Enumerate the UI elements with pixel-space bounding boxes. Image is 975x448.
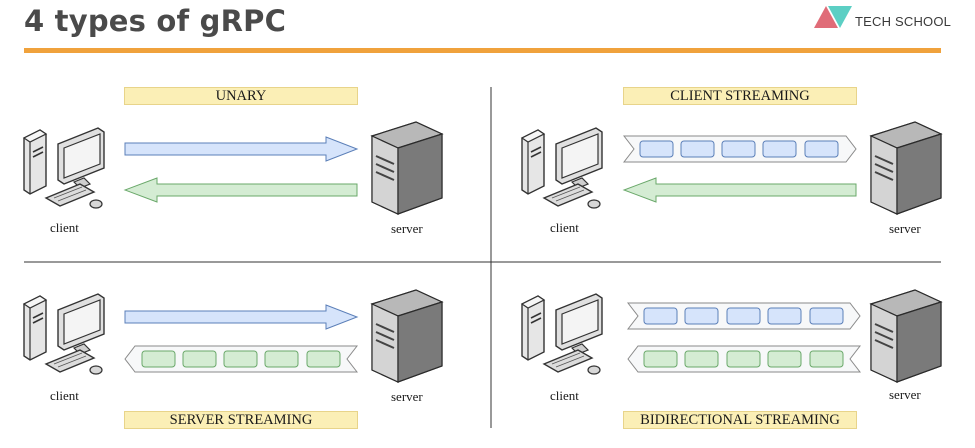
client-computer-icon	[23, 127, 105, 209]
server-caption: server	[391, 389, 423, 404]
request-messages	[639, 140, 839, 158]
tech-school-logo-icon	[814, 6, 852, 28]
server-caption: server	[889, 387, 921, 402]
response-messages	[643, 350, 844, 368]
request-messages	[643, 307, 844, 325]
client-computer-icon	[23, 293, 105, 375]
client-computer-icon	[521, 127, 603, 209]
response-messages	[141, 350, 341, 368]
response-arrow	[123, 177, 358, 203]
server-icon	[870, 289, 942, 383]
server-caption: server	[391, 221, 423, 236]
unary-label: UNARY	[124, 87, 358, 105]
title-underline	[24, 48, 941, 53]
client-caption: client	[50, 388, 79, 403]
server-icon	[870, 121, 942, 215]
client-caption: client	[50, 220, 79, 235]
response-arrow	[622, 177, 857, 203]
server-caption: server	[889, 221, 921, 236]
server-icon	[371, 289, 443, 383]
client-streaming-label: CLIENT STREAMING	[623, 87, 857, 105]
client-caption: client	[550, 220, 579, 235]
client-computer-icon	[521, 293, 603, 375]
server-icon	[371, 121, 443, 215]
logo-text: TECH SCHOOL	[855, 14, 952, 29]
server-streaming-label: SERVER STREAMING	[124, 411, 358, 429]
client-caption: client	[550, 388, 579, 403]
bidirectional-streaming-label: BIDIRECTIONAL STREAMING	[623, 411, 857, 429]
request-arrow	[124, 304, 359, 330]
request-arrow	[124, 136, 359, 162]
page-title: 4 types of gRPC	[24, 4, 287, 38]
